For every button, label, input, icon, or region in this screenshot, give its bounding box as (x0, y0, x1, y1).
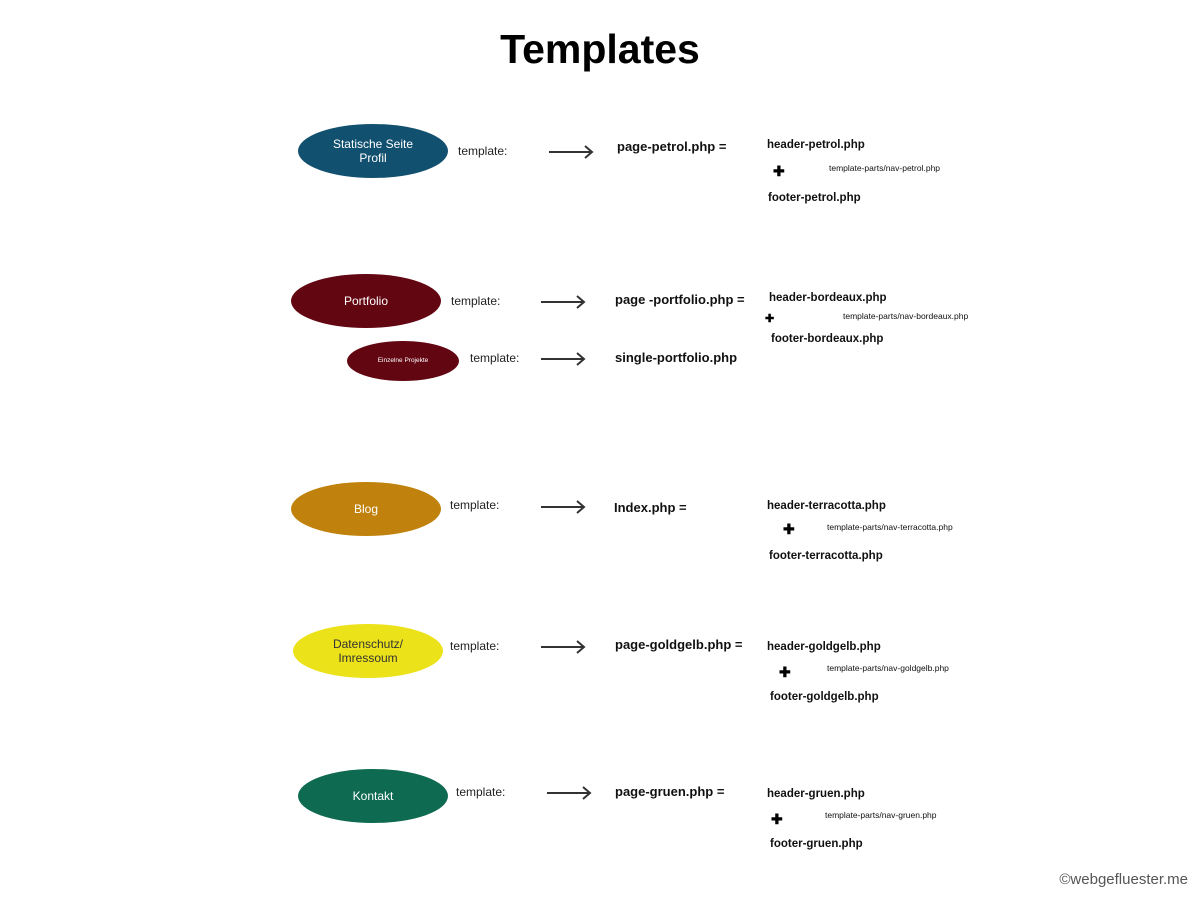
nav-file: template-parts/nav-gruen.php (825, 810, 937, 820)
plus-icon: ✚ (765, 313, 775, 325)
node-label: Statische Seite Profil (332, 137, 414, 165)
arrow-icon (547, 786, 592, 800)
template-file: page-goldgelb.php = (615, 637, 743, 652)
template-label: template: (450, 639, 500, 653)
template-label: template: (458, 144, 508, 158)
node-kontakt: Kontakt (298, 769, 448, 823)
header-file: header-petrol.php (767, 139, 865, 151)
template-file: page-gruen.php = (615, 784, 725, 799)
node-label: Datenschutz/ Imressoum (332, 637, 404, 665)
arrow-icon (541, 295, 586, 309)
arrow-icon (549, 145, 594, 159)
nav-file: template-parts/nav-bordeaux.php (843, 311, 969, 321)
footer-file: footer-terracotta.php (769, 550, 883, 562)
node-statische-seite: Statische Seite Profil (298, 124, 448, 178)
template-file: Index.php = (614, 500, 687, 515)
node-label: Blog (353, 502, 379, 516)
footer-file: footer-goldgelb.php (770, 691, 879, 703)
arrow-icon (541, 640, 586, 654)
node-label: Portfolio (343, 294, 389, 308)
plus-icon: ✚ (783, 521, 795, 537)
header-file: header-bordeaux.php (769, 292, 887, 304)
template-label: template: (470, 351, 520, 365)
arrow-icon (541, 352, 586, 366)
page-title: Templates (500, 26, 700, 72)
template-label: template: (456, 785, 506, 799)
nav-file: template-parts/nav-terracotta.php (827, 522, 953, 532)
node-label: Einzelne Projekte (377, 357, 429, 364)
footer-file: footer-petrol.php (768, 192, 861, 204)
node-einzelne-projekte: Einzelne Projekte (347, 341, 459, 381)
header-file: header-terracotta.php (767, 500, 886, 512)
header-file: header-goldgelb.php (767, 641, 881, 653)
nav-file: template-parts/nav-goldgelb.php (827, 663, 949, 673)
watermark: ©webgefluester.me (1059, 871, 1188, 888)
footer-file: footer-bordeaux.php (771, 333, 884, 345)
header-file: header-gruen.php (767, 788, 865, 800)
arrow-icon (541, 500, 586, 514)
plus-icon: ✚ (771, 811, 783, 827)
template-file: single-portfolio.php (615, 350, 738, 365)
template-label: template: (451, 294, 501, 308)
template-label: template: (450, 498, 500, 512)
node-datenschutz: Datenschutz/ Imressoum (293, 624, 443, 678)
footer-file: footer-gruen.php (770, 838, 863, 850)
node-portfolio: Portfolio (291, 274, 441, 328)
nav-file: template-parts/nav-petrol.php (829, 163, 941, 173)
plus-icon: ✚ (779, 664, 791, 680)
node-blog: Blog (291, 482, 441, 536)
template-file: page -portfolio.php = (615, 292, 745, 307)
node-label: Kontakt (352, 789, 394, 803)
template-file: page-petrol.php = (617, 139, 727, 154)
plus-icon: ✚ (773, 163, 785, 179)
